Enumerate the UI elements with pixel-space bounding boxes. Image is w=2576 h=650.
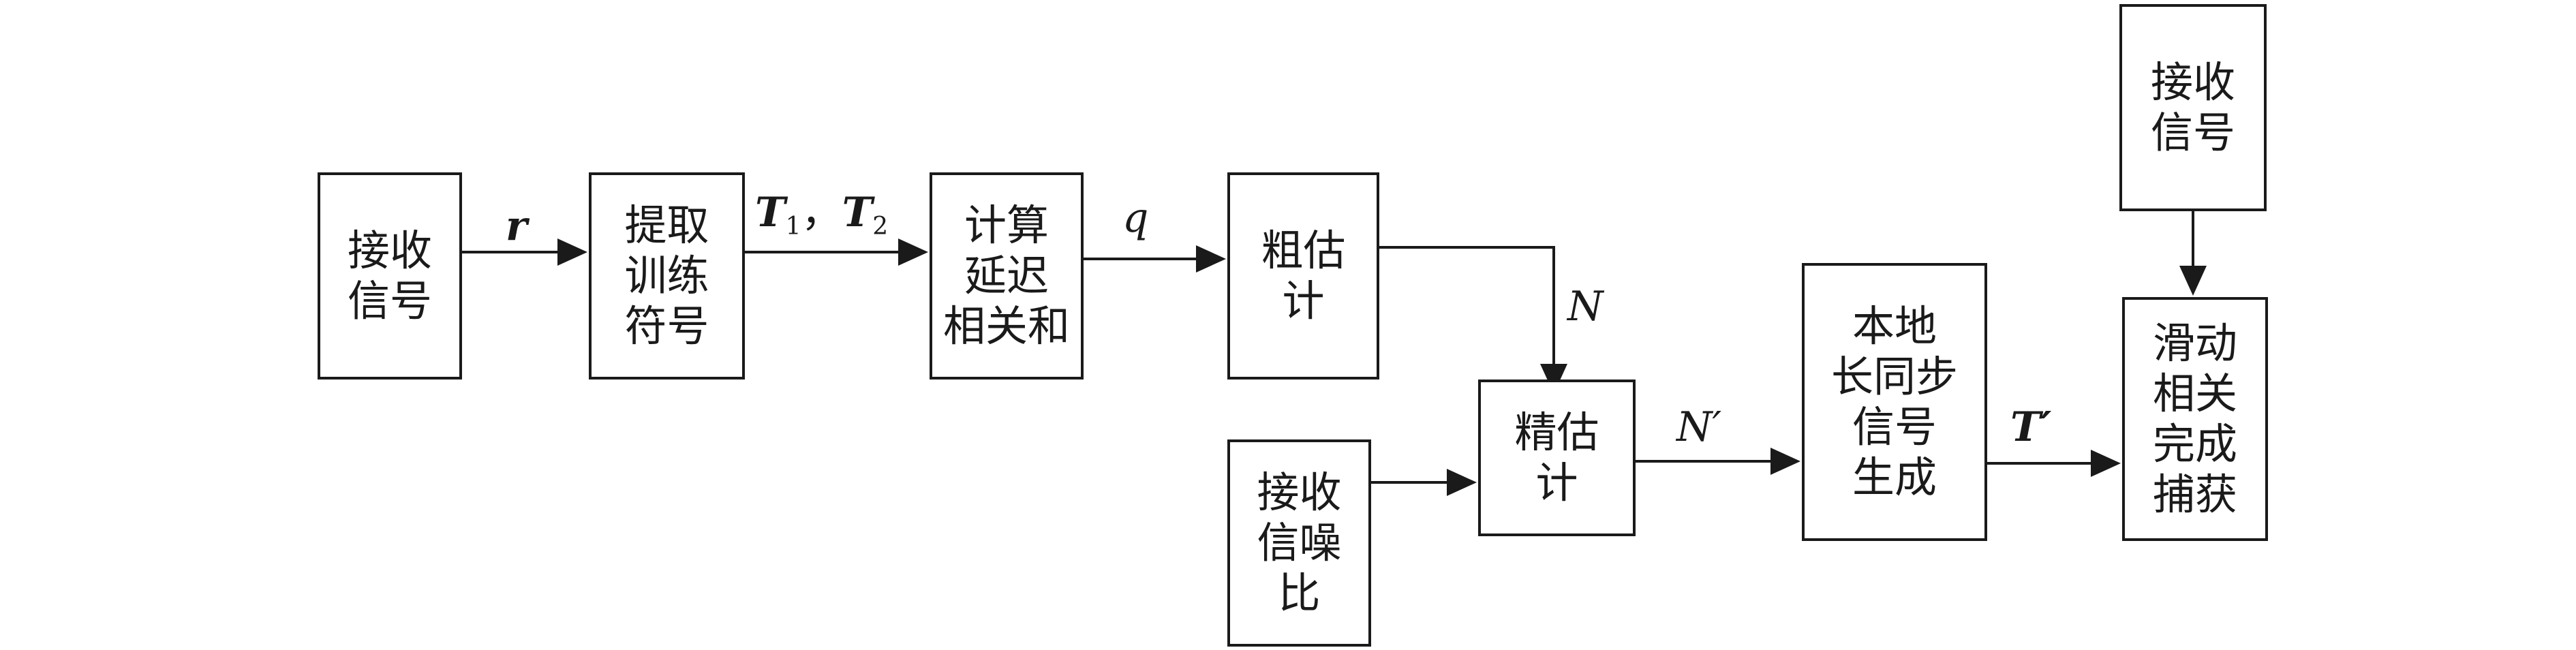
label-t1: T [755,189,786,236]
box-text-line: 捕获 [2152,469,2237,519]
arrowhead-snr-to-fine [1447,469,1477,496]
receive-snr-box: 接收 信噪 比 [1227,439,1371,647]
box-text-line: 比 [1278,568,1321,618]
box-text-line: 精估 [1514,407,1599,457]
box-text-line: 相关 [2152,369,2237,418]
label-t1-subscript: 1 [785,213,801,241]
label-separator: ， [801,189,842,236]
label-q: q [1122,194,1149,242]
local-long-sync-generation-box: 本地 长同步 信号 生成 [1802,263,1987,541]
arrowhead-receive-to-extract [557,238,587,266]
box-text-line: 计算 [964,200,1049,250]
box-text-line: 滑动 [2152,318,2237,368]
arrow-coarse-to-fine [1379,246,1555,367]
box-text-line: 粗估 [1261,226,1346,275]
label-t-prime: T′ [2010,403,2052,451]
arrowhead-delay-to-coarse [1196,245,1226,273]
box-text-line: 接收 [1257,467,1342,517]
box-text-line: 信号 [2150,108,2235,157]
box-text-line: 训练 [624,251,709,300]
receive-signal-top-box: 接收 信号 [2119,4,2267,211]
box-text-line: 接收 [347,226,432,275]
label-n-prime: N′ [1676,403,1722,451]
arrowhead-extract-to-delay [898,238,928,266]
box-text-line: 相关和 [942,301,1070,351]
box-text-line: 延迟 [964,251,1049,300]
extract-training-symbols-box: 提取 训练 符号 [589,172,745,380]
box-text-line: 生成 [1852,452,1937,502]
arrowhead-coarse-to-fine [1540,364,1567,394]
label-r: r [506,202,527,250]
box-text-line: 完成 [2152,419,2237,469]
arrowhead-receive-top-to-capture [2179,266,2207,296]
arrowhead-local-to-capture [2091,450,2121,477]
box-text-line: 信噪 [1257,518,1342,568]
box-text-line: 计 [1535,458,1578,508]
box-text-line: 符号 [624,301,709,351]
box-text-line: 长同步 [1830,352,1958,401]
box-text-line: 提取 [624,200,709,250]
fine-estimate-box: 精估 计 [1478,380,1636,536]
arrowhead-fine-to-local [1770,448,1800,475]
box-text-line: 信号 [1852,402,1937,452]
label-t1-t2: T1，T2 [755,192,888,247]
box-text-line: 计 [1282,276,1325,326]
coarse-estimate-box: 粗估 计 [1227,172,1379,380]
receive-signal-box: 接收 信号 [318,172,462,380]
box-text-line: 信号 [347,276,432,326]
box-text-line: 本地 [1852,301,1937,351]
label-t2: T [842,189,873,236]
sliding-correlation-capture-box: 滑动 相关 完成 捕获 [2122,297,2268,541]
label-t2-subscript: 2 [872,213,889,241]
delay-correlation-sum-box: 计算 延迟 相关和 [930,172,1084,380]
label-n: N [1567,283,1604,330]
box-text-line: 接收 [2150,57,2235,107]
